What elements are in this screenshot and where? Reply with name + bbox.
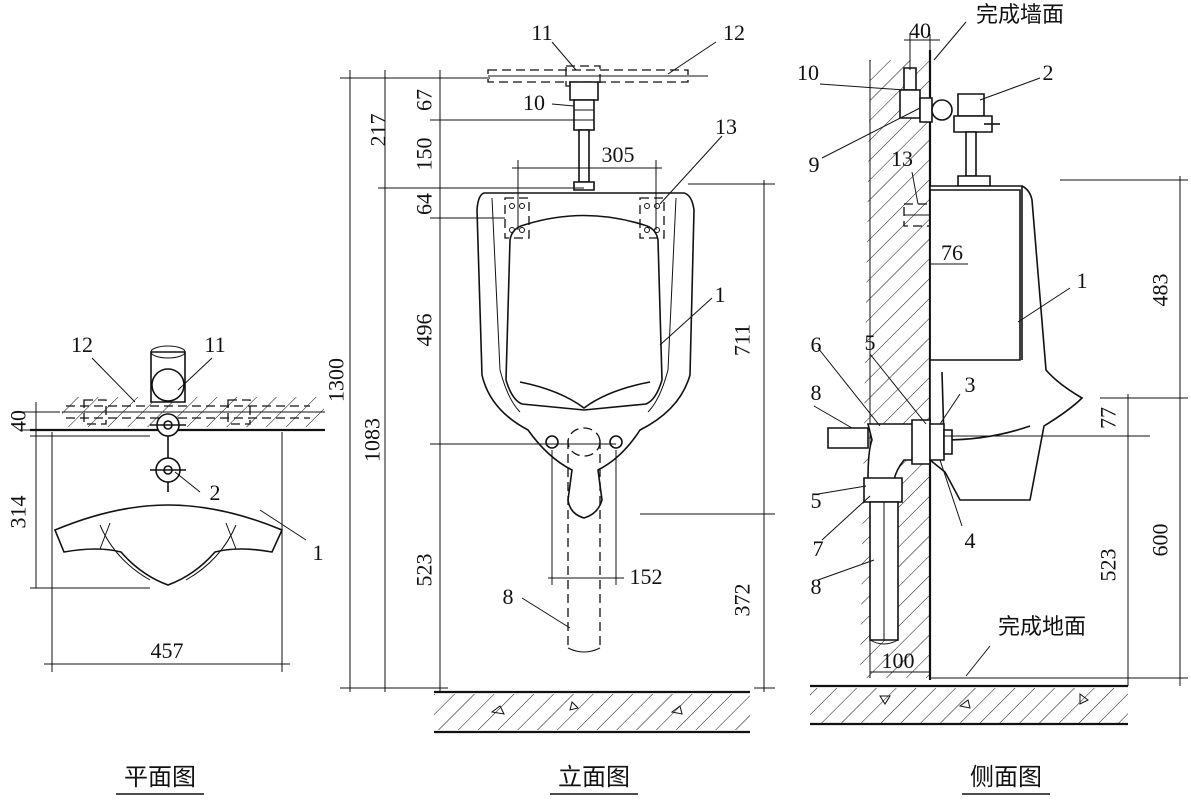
front-dim-outlet-width: 152: [630, 564, 663, 589]
front-valve: [570, 82, 598, 100]
front-dim-top-width: 305: [602, 142, 635, 167]
side-dim-pipe-offset: 100: [882, 648, 915, 673]
front-dim-outlet-height: 523: [412, 554, 437, 587]
front-dim-stem-height: 150: [412, 138, 437, 171]
front-dim-body-total: 711: [730, 324, 755, 356]
side-valve: [904, 68, 916, 90]
plan-label-valve: 2: [210, 480, 221, 505]
front-label-urinal: 1: [715, 282, 726, 307]
front-label-pipe-clip: 11: [531, 20, 552, 45]
side-caption: 侧面图: [970, 763, 1042, 791]
side-label-nut: 6: [811, 332, 822, 357]
plan-label-urinal: 1: [313, 540, 324, 565]
plan-dim-wall: 40: [6, 410, 31, 432]
front-label-valve: 10: [523, 90, 545, 115]
side-label-flush-valve: 2: [1043, 60, 1054, 85]
front-dim-top-offset: 217: [366, 114, 391, 147]
side-label-gasket-b: 5: [811, 488, 822, 513]
front-flush-stem: [579, 130, 589, 182]
plan-pipe-clip: [152, 369, 184, 401]
plan-clip-right: [228, 400, 250, 424]
side-label-urinal: 1: [1077, 268, 1088, 293]
front-view: 217 67 150 64 496 1300 1083 523 711 372 …: [324, 20, 776, 794]
side-flush-valve: [958, 94, 984, 116]
front-dim-body-height: 496: [412, 314, 437, 347]
side-label-coupling: 3: [965, 372, 976, 397]
side-elbow: [920, 98, 932, 122]
front-dim-valve-height: 67: [412, 89, 437, 111]
side-dim-floor-to-rim: 600: [1148, 524, 1173, 557]
front-dim-total-height: 1300: [324, 358, 349, 402]
front-bracket-left: [505, 198, 529, 238]
side-label-elbow: 9: [809, 152, 820, 177]
plan-label-pipe-clip: 11: [204, 332, 225, 357]
side-label-trap: 7: [813, 536, 824, 561]
side-label-drain-upper: 8: [811, 380, 822, 405]
side-coupling: [930, 424, 944, 460]
plan-dim-depth: 314: [6, 496, 31, 529]
side-dim-upper-height: 483: [1148, 274, 1173, 307]
plan-urinal-body: [55, 505, 282, 585]
front-label-bracket: 13: [715, 114, 737, 139]
side-dim-trap-gap: 77: [1096, 407, 1121, 429]
side-label-valve: 10: [797, 60, 819, 85]
front-label-pipe-cover: 12: [723, 20, 745, 45]
plan-caption: 平面图: [124, 763, 196, 791]
side-label-flange: 4: [965, 528, 976, 553]
front-urinal-body: [477, 193, 694, 518]
plan-view: 40 314 457 12 11 2 1 平面图: [6, 332, 326, 794]
side-finished-wall-label: 完成墙面: [976, 3, 1064, 28]
front-bracket-right: [640, 198, 664, 238]
front-dim-bottom-height: 372: [730, 584, 755, 617]
front-dim-rim-height: 1083: [360, 418, 385, 462]
plan-dim-width: 457: [151, 638, 184, 663]
side-dim-bracket-depth: 76: [941, 240, 963, 265]
side-dim-wall-gap: 40: [909, 18, 931, 43]
side-drain-nut: [828, 428, 868, 448]
front-dim-bracket-offset: 64: [412, 193, 437, 215]
side-dim-floor-to-outlet: 523: [1096, 549, 1121, 582]
side-label-drain-lower: 8: [811, 574, 822, 599]
side-finished-floor-label: 完成地面: [998, 615, 1086, 640]
front-caption: 立面图: [558, 763, 630, 791]
front-floor-hatch: [434, 694, 750, 730]
side-gasket: [864, 478, 902, 502]
side-view: 40 76 483 77 600 523 100 完成墙面 完成地面 10: [797, 3, 1188, 794]
side-label-gasket: 5: [865, 330, 876, 355]
plan-label-pipe-cover: 12: [71, 332, 93, 357]
side-label-bracket: 13: [891, 146, 913, 171]
plan-clip-left: [84, 400, 106, 424]
front-label-drain: 8: [503, 584, 514, 609]
